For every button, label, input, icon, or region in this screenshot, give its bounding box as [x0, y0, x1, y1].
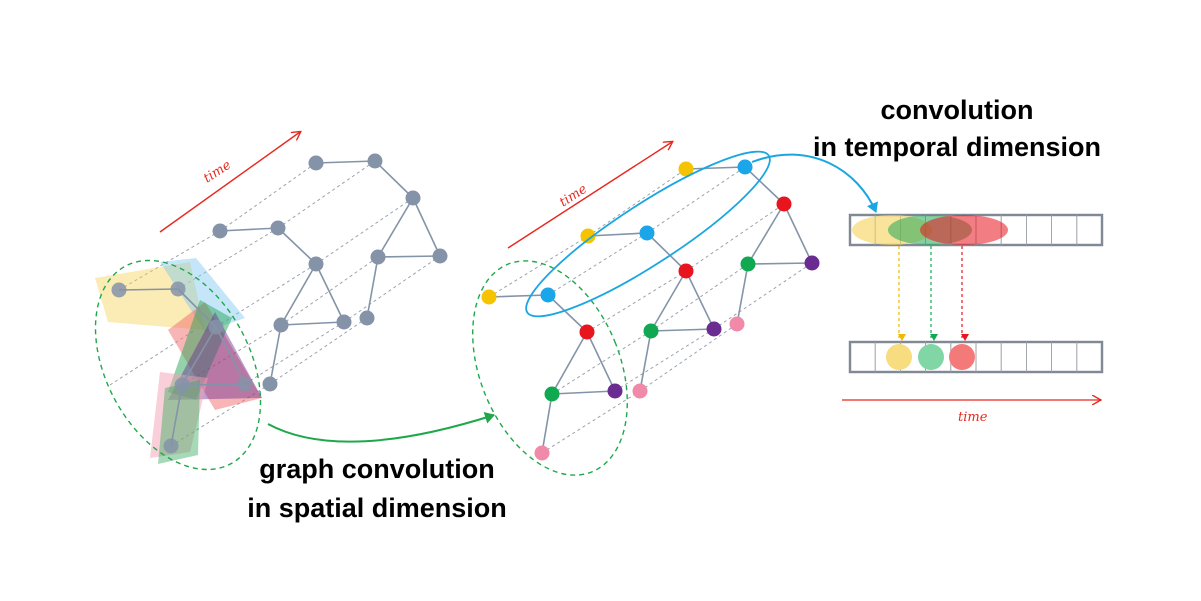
node-red [579, 324, 595, 340]
node-yellow [481, 289, 497, 305]
graph-node [432, 248, 448, 264]
node-green [643, 323, 659, 339]
node-green [740, 256, 756, 272]
middle-graph-t1 [481, 287, 623, 461]
temporal-title-line2: in temporal dimension [813, 132, 1101, 162]
graph-node [170, 281, 186, 297]
graph-node [262, 376, 278, 392]
node-purple [706, 321, 722, 337]
input-sequence-bar [848, 213, 1104, 247]
node-purple [804, 255, 820, 271]
output-yellow [886, 344, 912, 370]
graph-node [367, 153, 383, 169]
left-graph-t3 [308, 153, 448, 326]
graph-node [163, 438, 179, 454]
node-pink [729, 316, 745, 332]
node-red [776, 196, 792, 212]
left-graph-sequence: time [94, 132, 448, 471]
node-pink [534, 445, 550, 461]
middle-graph-sequence: time [472, 130, 820, 476]
time-arrow-left [159, 132, 300, 233]
output-green [918, 344, 944, 370]
node-blue [737, 159, 753, 175]
middle-graph-t2 [580, 225, 722, 399]
temporal-convolution-arrow [751, 153, 878, 213]
output-sequence-bar [848, 340, 1104, 374]
graph-node [359, 310, 375, 326]
node-green [544, 386, 560, 402]
graph-node [174, 377, 190, 393]
temporal-title-line1: convolution [881, 95, 1034, 125]
sequence-cell [1076, 214, 1103, 246]
sequence-cell [1026, 341, 1053, 373]
graph-node [111, 282, 127, 298]
graph-node [370, 249, 386, 265]
graph-node [270, 220, 286, 236]
time-label-right: time [958, 410, 988, 425]
node-pink [632, 383, 648, 399]
spatial-region-ellipse-middle [472, 260, 628, 476]
node-yellow [678, 161, 694, 177]
graph-node [212, 223, 228, 239]
graph-node [336, 314, 352, 330]
sequence-cell [975, 341, 1002, 373]
spatial-title-line1: graph convolution [259, 454, 495, 484]
left-graph-t1 [111, 281, 253, 454]
graph-node [237, 376, 253, 392]
spatial-convolution-arrow [267, 412, 495, 443]
input-window-red [920, 215, 1008, 245]
spatial-title-line2: in spatial dimension [247, 493, 507, 523]
time-arrow-middle [507, 142, 672, 249]
graph-node [308, 155, 324, 171]
output-red [949, 344, 975, 370]
graph-node [273, 317, 289, 333]
sequence-cell [1051, 341, 1078, 373]
left-graph-t2 [212, 220, 352, 392]
middle-graph-t3 [678, 159, 820, 332]
node-purple [607, 383, 623, 399]
node-yellow [580, 228, 596, 244]
middle-temporal-links [488, 166, 813, 454]
temporal-region-ellipse [525, 150, 771, 318]
spatial-region-ellipse [94, 259, 262, 471]
graph-node [405, 190, 421, 206]
node-blue [540, 287, 556, 303]
temporal-bars: time [842, 213, 1104, 425]
sequence-cell [1051, 214, 1078, 246]
graph-node [308, 256, 324, 272]
node-red [678, 263, 694, 279]
node-blue [639, 225, 655, 241]
sequence-cell [1000, 341, 1027, 373]
sequence-cell [1026, 214, 1053, 246]
graph-node [208, 319, 224, 335]
sequence-cell [1076, 341, 1103, 373]
sequence-cell [849, 341, 876, 373]
